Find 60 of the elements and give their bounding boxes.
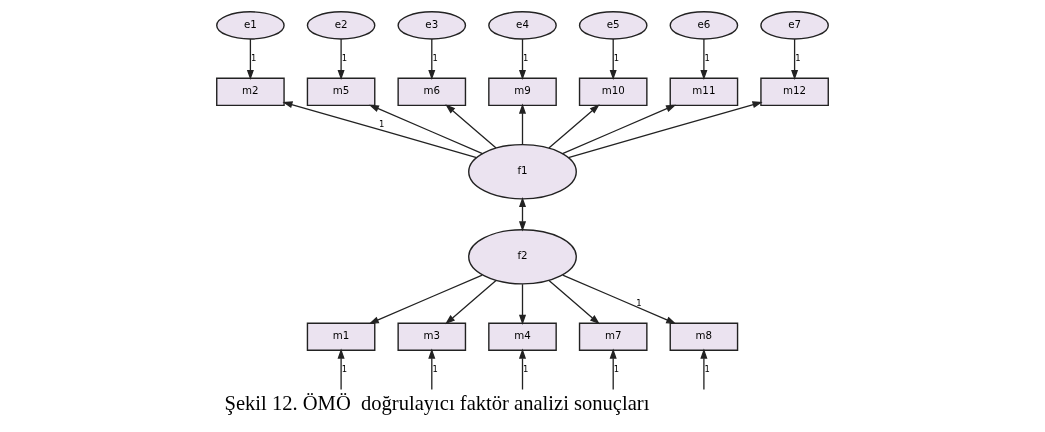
arrow: [548, 279, 600, 325]
edge-label: 1: [432, 52, 438, 63]
edge-label: 1: [341, 52, 348, 63]
arrow: [518, 38, 527, 81]
node-box: m3: [397, 322, 467, 351]
arrow: [246, 38, 254, 81]
node-ellipse: e2: [306, 11, 376, 40]
node-box: m5: [306, 77, 376, 107]
arrow: [518, 283, 527, 325]
caption: Şekil 12. ÖMÖ doğrulayıcı faktör analizi sonuçları: [224, 392, 650, 415]
edge-label: 1: [379, 119, 385, 130]
node-box: m7: [578, 322, 648, 351]
arrow: [428, 38, 436, 81]
arrow: [518, 103, 527, 146]
arrow: [700, 38, 708, 81]
node-ellipse: e4: [488, 11, 557, 40]
edge-label: 1: [795, 52, 801, 63]
node-ellipse: e6: [669, 11, 739, 40]
node-box: m9: [488, 77, 557, 107]
node-box: m12: [760, 77, 829, 107]
edge-label: 1: [341, 364, 348, 374]
node-ellipse: f1: [468, 143, 577, 200]
arrow: [548, 104, 600, 149]
arrow: [567, 101, 763, 159]
arrow: [445, 104, 497, 149]
node-box: m6: [397, 77, 467, 107]
node-ellipse: f2: [468, 229, 577, 285]
edge-label: 1: [636, 297, 642, 308]
node-box: m10: [578, 77, 648, 107]
arrow: [368, 104, 484, 155]
arrow: [368, 274, 483, 324]
node-box: m4: [488, 322, 557, 351]
node-box: m2: [216, 77, 285, 107]
arrow: [445, 279, 497, 325]
node-ellipse: e1: [216, 11, 285, 40]
edge-label: 1: [523, 364, 529, 374]
edge-label: 1: [523, 52, 529, 63]
edge-label: 1: [432, 364, 438, 374]
node-box: m8: [669, 322, 739, 351]
edge-label: 1: [704, 364, 710, 374]
arrow: [428, 348, 436, 391]
node-ellipse: e7: [760, 11, 829, 40]
arrow: [337, 348, 345, 391]
edge-label: 1: [704, 52, 710, 63]
node-ellipse: e3: [397, 11, 467, 40]
arrow: [562, 274, 677, 324]
arrow: [609, 348, 617, 391]
node-box: m1: [306, 322, 376, 351]
arrow: [518, 348, 527, 391]
arrow: [561, 104, 677, 155]
edge-label: 1: [613, 364, 620, 374]
edge-label: 1: [250, 52, 257, 63]
edge-label: 1: [613, 52, 620, 63]
node-ellipse: e5: [578, 11, 648, 40]
arrow: [791, 38, 799, 81]
arrow: [282, 101, 478, 159]
arrow: [337, 38, 345, 81]
arrow: [609, 38, 617, 81]
node-box: m11: [669, 77, 739, 107]
arrow: [700, 348, 708, 391]
